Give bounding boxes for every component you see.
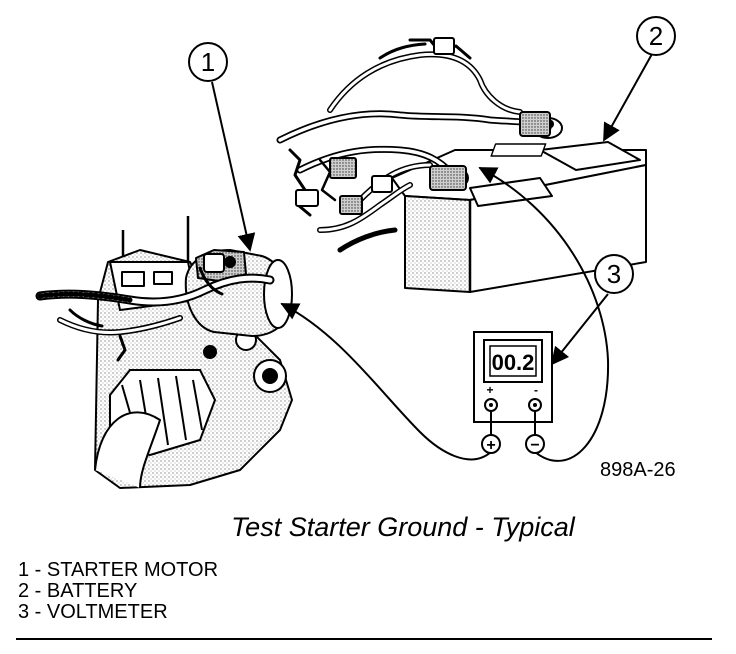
engine-harness — [35, 266, 275, 362]
bottom-rule — [16, 638, 712, 640]
meter-plus-label: + — [486, 383, 493, 397]
callout-2: 2 — [636, 16, 676, 56]
probe-minus-symbol: − — [530, 437, 539, 454]
callout-leaders — [211, 53, 653, 366]
meter-display-reading: 00.2 — [492, 350, 535, 375]
callout-3-label: 3 — [607, 259, 621, 289]
meter-minus-label: - — [534, 383, 538, 397]
callout-3: 3 — [594, 254, 634, 294]
starter-motor-drawing — [184, 249, 293, 337]
callout-1: 1 — [188, 42, 228, 82]
test-leads — [280, 167, 610, 462]
legend-item-starter-motor: 1 - STARTER MOTOR — [18, 559, 219, 581]
probe-plus-symbol: + — [486, 437, 495, 454]
voltmeter-drawing: 00.2 + - — [473, 331, 553, 423]
figure-code: 898A-26 — [600, 459, 676, 481]
harness-connectors — [295, 37, 551, 215]
figure-caption: Test Starter Ground - Typical — [231, 512, 575, 542]
callout-2-label: 2 — [649, 21, 663, 51]
callout-1-label: 1 — [201, 47, 215, 77]
legend-item-voltmeter: 3 - VOLTMETER — [18, 601, 168, 623]
probe-minus — [525, 434, 545, 454]
probe-plus — [481, 434, 501, 454]
legend-item-battery: 2 - BATTERY — [18, 580, 138, 602]
diagram-illustration: 00.2 + - + − 1 2 3 898A-26 — [35, 16, 676, 489]
lead-probes: + − — [481, 434, 545, 454]
battery-cables — [276, 38, 552, 253]
legend-list: 1 - STARTER MOTOR 2 - BATTERY 3 - VOLTME… — [18, 560, 218, 623]
